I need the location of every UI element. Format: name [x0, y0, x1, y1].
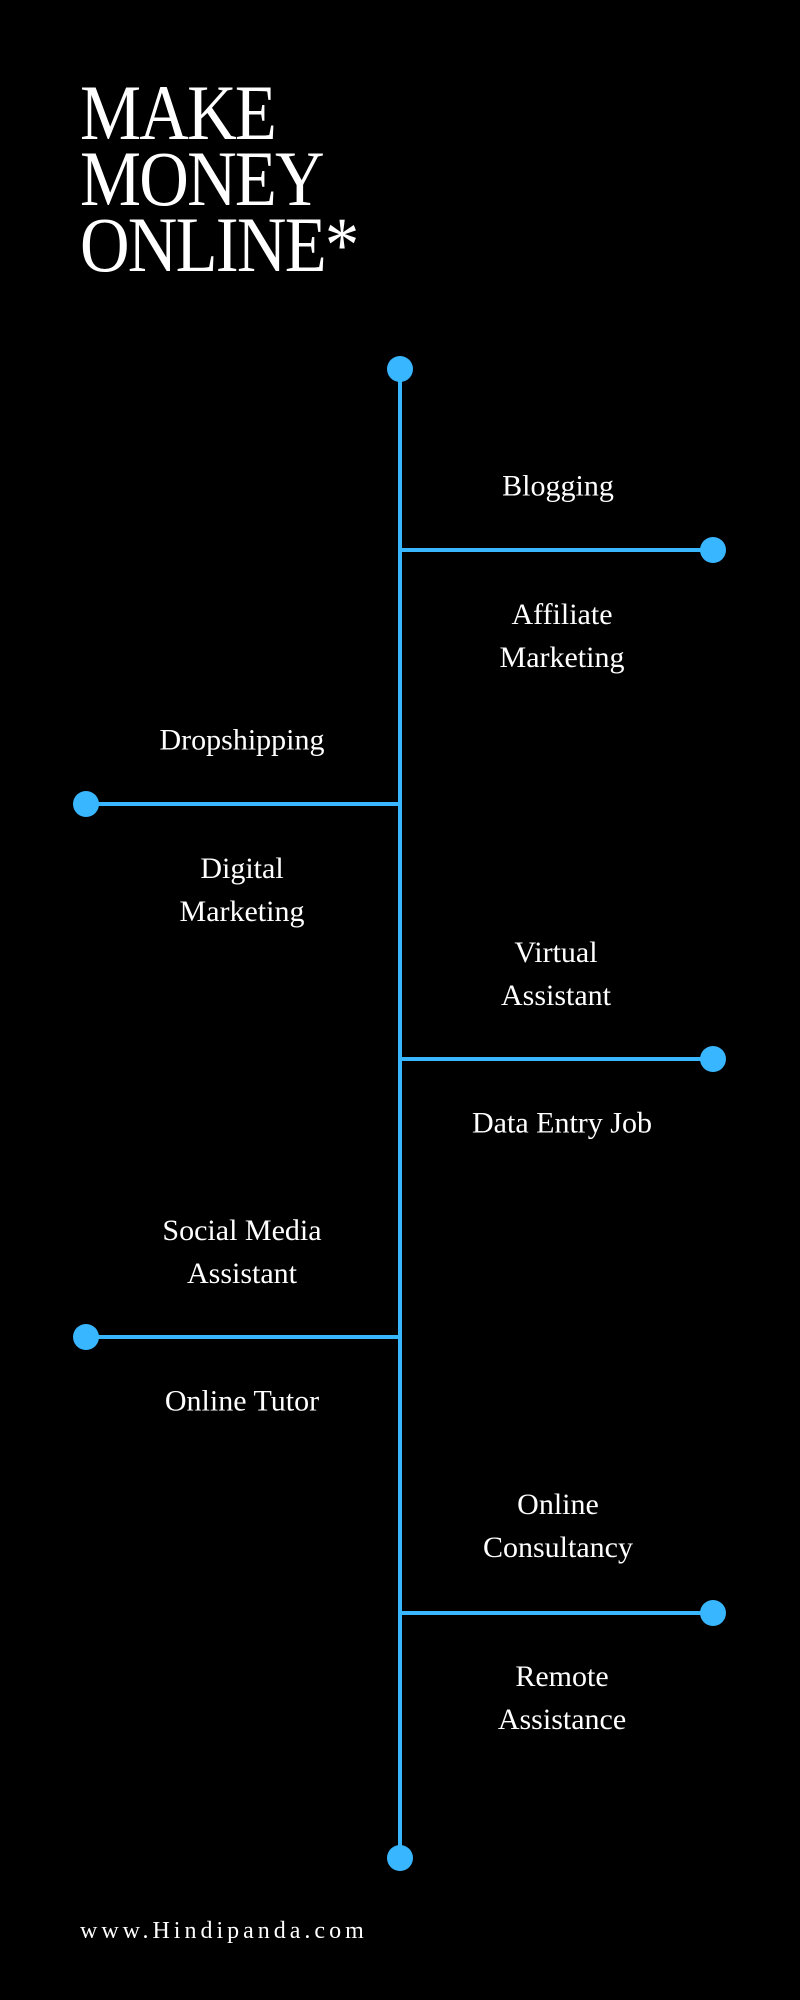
branch-label: Data Entry Job — [472, 1102, 652, 1145]
branch-label: Online Tutor — [165, 1380, 319, 1423]
label-line: Online — [517, 1488, 599, 1521]
label-line: Affiliate — [511, 598, 613, 631]
branch-line — [400, 1057, 713, 1061]
branch-dot — [700, 1600, 726, 1626]
branch-line — [400, 548, 713, 552]
label-line: Data Entry Job — [472, 1106, 652, 1140]
label-line: Assistant — [186, 1257, 298, 1290]
branch-line — [86, 802, 400, 806]
title-line: MAKE — [80, 69, 277, 156]
timeline-axis — [398, 369, 402, 1858]
label-line: Digital — [200, 852, 284, 885]
label-line: Dropshipping — [159, 723, 325, 757]
timeline-start-dot — [387, 356, 413, 382]
branch-dot — [73, 791, 99, 817]
label-line: Remote — [515, 1660, 609, 1693]
label-line: Assistant — [500, 979, 612, 1012]
label-line: Assistance — [497, 1703, 627, 1736]
timeline-end-dot — [387, 1845, 413, 1871]
label-line: Marketing — [179, 895, 305, 928]
branch-label: Dropshipping — [160, 719, 325, 762]
label-line: Blogging — [502, 469, 614, 503]
label-line: Marketing — [499, 641, 625, 674]
page-title: MAKE MONEY ONLINE* — [80, 69, 359, 288]
branch-dot — [73, 1324, 99, 1350]
website-footer: www.Hindipanda.com — [80, 1918, 368, 1944]
title-line: MONEY — [80, 135, 325, 222]
label-line: Online Tutor — [164, 1384, 320, 1418]
label-line: Consultancy — [483, 1531, 633, 1564]
branch-line — [86, 1335, 400, 1339]
branch-dot — [700, 537, 726, 563]
label-line: Social Media — [162, 1214, 322, 1247]
branch-dot — [700, 1046, 726, 1072]
branch-label: Blogging — [502, 465, 614, 508]
branch-line — [400, 1611, 713, 1615]
label-line: Virtual — [514, 936, 598, 969]
title-line: ONLINE* — [80, 201, 359, 288]
